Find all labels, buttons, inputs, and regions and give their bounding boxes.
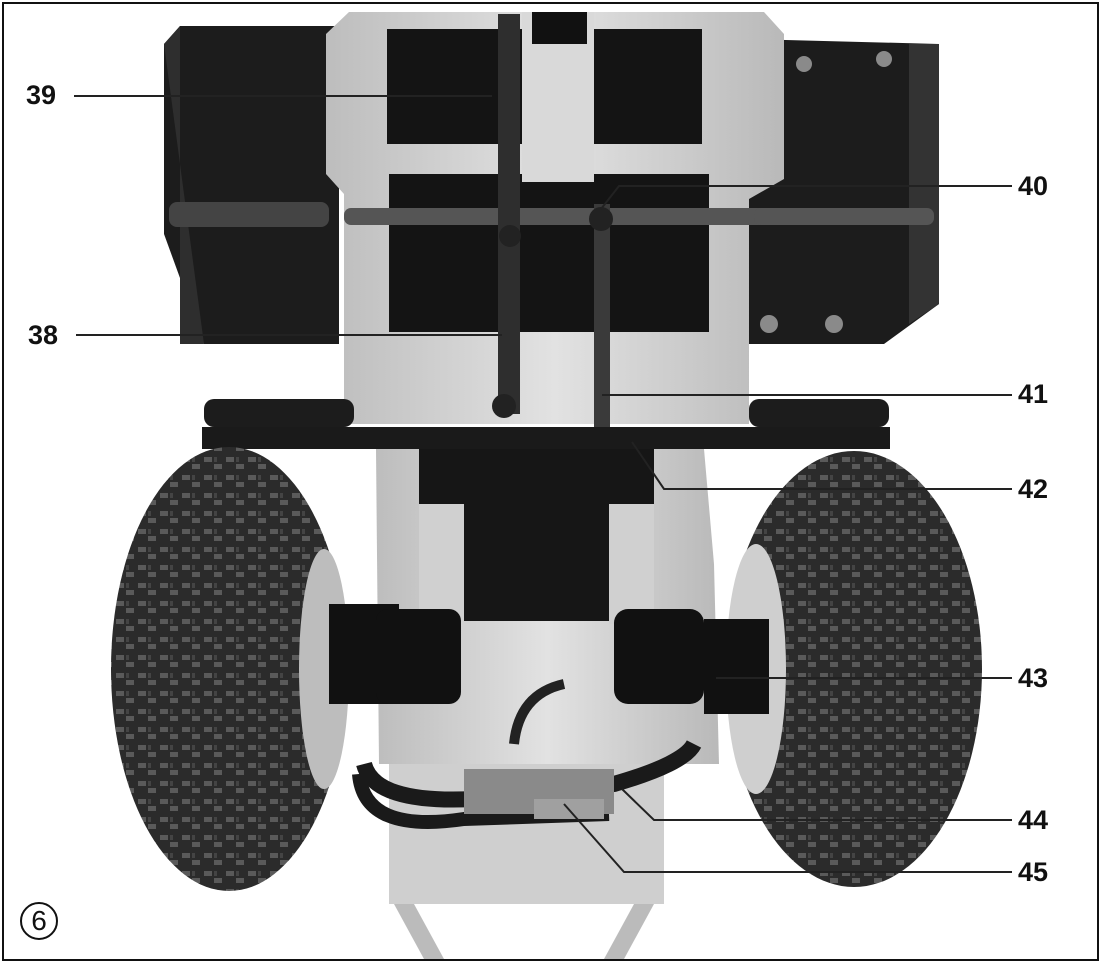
callout-38: 38 bbox=[28, 320, 59, 350]
upper-frame-plate bbox=[326, 12, 784, 424]
figure-number-badge: 6 bbox=[20, 902, 58, 940]
callout-40: 40 bbox=[1018, 171, 1049, 201]
leader-lines bbox=[74, 95, 1012, 873]
left-hopper bbox=[164, 26, 339, 344]
machine-illustration bbox=[4, 4, 1097, 959]
callout-44: 44 bbox=[1018, 805, 1049, 835]
right-motor bbox=[614, 609, 704, 704]
right-wheel bbox=[704, 451, 982, 887]
callout-41: 41 bbox=[1018, 379, 1049, 409]
left-wheel bbox=[111, 447, 399, 891]
callout-39: 39 bbox=[26, 80, 57, 110]
callout-43: 43 bbox=[1018, 663, 1049, 693]
cross-bar bbox=[202, 427, 890, 449]
left-motor bbox=[376, 609, 461, 704]
callout-42: 42 bbox=[1018, 474, 1049, 504]
callout-45: 45 bbox=[1018, 857, 1049, 887]
right-hopper bbox=[749, 39, 939, 344]
